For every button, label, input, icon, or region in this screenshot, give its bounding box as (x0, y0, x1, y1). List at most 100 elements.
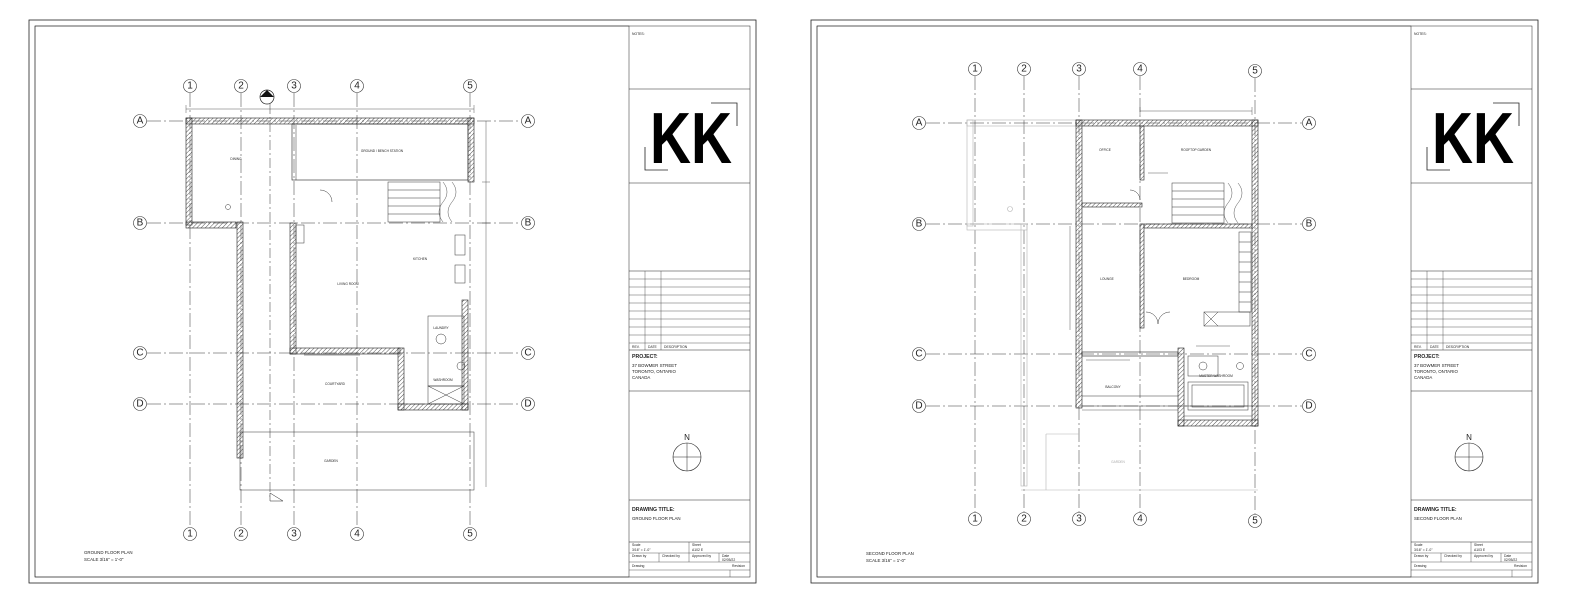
project-address-line: TORONTO, ONTARIO (1414, 369, 1458, 374)
drawing-title-heading: DRAWING TITLE: (632, 507, 675, 513)
sheet-field-value: A103 E (1474, 548, 1486, 552)
grid-row-label: C (1305, 349, 1312, 360)
dimension-line (185, 105, 490, 487)
logo: KK (644, 99, 738, 179)
date-field-label: Date (1504, 554, 1511, 558)
project-heading: PROJECT: (632, 354, 658, 360)
room-label: MASTER WASHROOM (1199, 374, 1233, 378)
grid-labels: 1 2 3 4 5 1 2 3 4 5 A B C D A B C D (136, 81, 531, 540)
revision-label: Revision (1514, 564, 1527, 568)
grid-col-label: 2 (238, 81, 244, 92)
room-label: LAUNDRY (433, 326, 449, 330)
project-address-line: 37 BOWMER STREET (632, 363, 677, 368)
room-label: BALCONY (1105, 385, 1121, 389)
grid-row-label: B (916, 219, 923, 230)
grid-col-label: 2 (1021, 514, 1027, 525)
grid-row-label: C (136, 348, 143, 359)
room-label: GARDEN (1111, 460, 1125, 464)
grid-col-label: 4 (1137, 514, 1143, 525)
project-address-line: CANADA (1414, 375, 1432, 380)
grid-col-label: 5 (467, 529, 473, 540)
grid-col-label: 3 (291, 529, 297, 540)
logo-text: KK (1432, 99, 1514, 179)
grid-row-label: D (915, 401, 922, 412)
plan-label: SECOND FLOOR PLAN (866, 551, 914, 556)
project-address-line: CANADA (632, 375, 650, 380)
date-header: DATE (1430, 345, 1440, 349)
notes-label: NOTES: (632, 32, 645, 36)
ground-floor-underlay (966, 119, 1258, 491)
grid-row-label: C (524, 348, 531, 359)
room-labels: DINING GROUND / BENCH STATION KITCHEN LI… (230, 149, 453, 463)
title-block: NOTES: KK REV. DATE DESCRIPTION PROJECT:… (1411, 32, 1532, 577)
project-address-line: TORONTO, ONTARIO (632, 369, 676, 374)
grid-col-label: 2 (238, 529, 244, 540)
grid-bubbles (912, 62, 1316, 528)
date-field-label: Date (722, 554, 729, 558)
grid-row-label: A (137, 116, 144, 127)
sheet-field-label: Sheet (1474, 543, 1483, 547)
info-table (629, 542, 750, 577)
sheet-ground-floor: 1 2 3 4 5 1 2 3 4 5 A B C D A B C D (28, 19, 757, 584)
grid-col-label: 1 (972, 64, 978, 75)
room-label: LIVING ROOM (337, 282, 359, 286)
info-table (1411, 542, 1532, 577)
sheet-field-value: A102 E (692, 548, 704, 552)
drawing-area (816, 25, 1412, 578)
grid-col-label: 5 (1252, 66, 1258, 77)
scale-field-label: Scale (1414, 543, 1423, 547)
drawing-title: GROUND FLOOR PLAN (632, 516, 681, 521)
rev-header: REV. (1414, 345, 1422, 349)
dimension-line (1069, 107, 1253, 417)
scale-field-value: 3/16" = 1'-0" (1414, 548, 1433, 552)
notes-label: NOTES: (1414, 32, 1427, 36)
drawn-by-label: Drawn by (632, 554, 647, 558)
north-label: N (1466, 433, 1472, 442)
drawn-by-label: Drawn by (1414, 554, 1429, 558)
logo: KK (1426, 99, 1520, 179)
grid-col-label: 4 (354, 81, 360, 92)
grid-col-label: 1 (972, 514, 978, 525)
drawing-no-label: Drawing (632, 564, 645, 568)
room-label: ROOFTOP GARDEN (1181, 148, 1212, 152)
grid-col-label: 5 (467, 81, 473, 92)
grid-col-label: 3 (291, 81, 297, 92)
north-arrow-icon: N (672, 433, 702, 472)
rev-header: REV. (632, 345, 640, 349)
scale-field-label: Scale (632, 543, 641, 547)
grid-row-label: B (137, 218, 144, 229)
scale-label: SCALE 3/16" = 1'-0" (866, 558, 906, 563)
interior-details (225, 125, 475, 491)
grid-bubbles (133, 79, 535, 541)
drawing-no-label: Drawing (1414, 564, 1427, 568)
checked-by-label: Checked by (662, 554, 680, 558)
exterior-walls (1075, 119, 1259, 427)
grid-row-label: A (916, 118, 923, 129)
grid-row-label: A (1306, 118, 1313, 129)
approved-by-label: Approved by (692, 554, 711, 558)
room-label: BEDROOM (1183, 277, 1200, 281)
grid-col-label: 1 (187, 81, 193, 92)
date-header: DATE (648, 345, 658, 349)
grid-row-label: D (136, 399, 143, 410)
plan-label: GROUND FLOOR PLAN (84, 550, 133, 555)
drawing-area (34, 25, 630, 578)
drawing-title-heading: DRAWING TITLE: (1414, 507, 1457, 513)
checked-by-label: Checked by (1444, 554, 1462, 558)
exterior-walls (185, 117, 475, 459)
sheet-second-floor: 1 2 3 4 5 1 2 3 4 5 A B C D A B C D (810, 19, 1539, 584)
scale-field-value: 3/16" = 1'-0" (632, 548, 651, 552)
description-header: DESCRIPTION (664, 345, 688, 349)
grid-lines (926, 76, 1302, 514)
sheet-field-label: Sheet (692, 543, 701, 547)
grid-col-label: 1 (187, 529, 193, 540)
grid-labels: 1 2 3 4 5 1 2 3 4 5 A B C D A B C D (915, 64, 1312, 527)
project-heading: PROJECT: (1414, 354, 1440, 360)
north-label: N (684, 433, 690, 442)
north-arrow-icon: N (1454, 433, 1484, 472)
sheet-inner-border (34, 25, 751, 578)
section-marker-icon (259, 89, 284, 502)
room-label: WASHROOM (433, 378, 453, 382)
grid-row-label: D (1305, 401, 1312, 412)
room-label: OFFICE (1099, 148, 1111, 152)
